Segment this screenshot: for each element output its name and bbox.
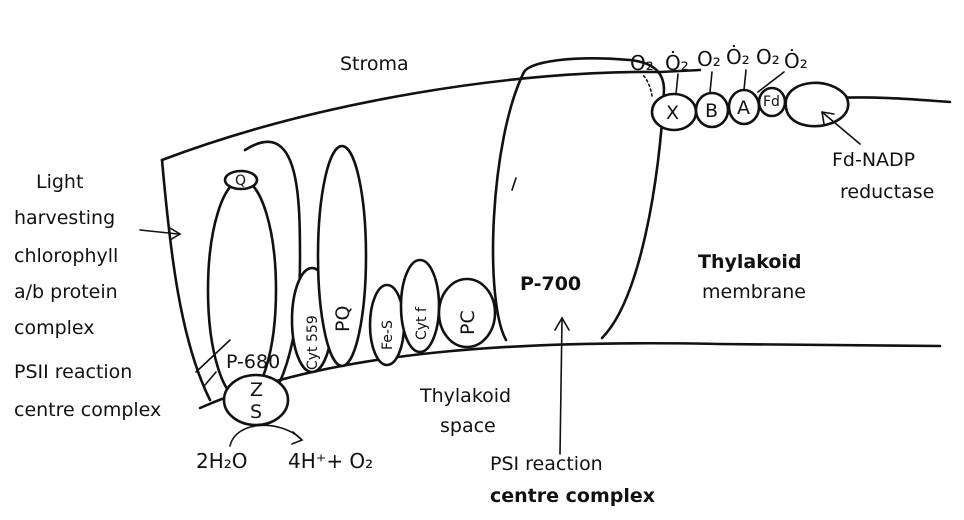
p700-outline [524, 58, 664, 338]
psii-pointer-tick [205, 372, 216, 385]
oxygen-dotted-1 [642, 74, 652, 96]
fd-nadp-line-1: Fd-NADP [832, 149, 915, 171]
psi-label-line-2: centre complex [490, 485, 655, 507]
membrane-right-top-line [835, 97, 950, 102]
fd-nadp-line-2: reductase [840, 181, 934, 203]
water-label: 2H₂O [196, 449, 248, 473]
fd-label: Fd [763, 94, 780, 110]
oxygen-1: O₂ [630, 51, 654, 75]
psi-label-line-1: PSI reaction [490, 453, 603, 475]
q-label: Q [235, 173, 246, 189]
x-label: X [666, 102, 679, 124]
membrane-top-line [162, 70, 700, 160]
light-harvesting-line-4: a/b protein [14, 281, 118, 303]
cyt559-label: Cyt 559 [305, 315, 321, 370]
products-label: 4H⁺+ O₂ [288, 449, 373, 473]
oxygen-6: Ȯ₂ [784, 49, 808, 73]
pc-label: PC [457, 310, 479, 335]
thylakoid-space-line-1: Thylakoid [419, 385, 511, 407]
cytf-label: Cyt f [414, 306, 430, 340]
oxygen-3: O₂ [697, 47, 721, 71]
thylakoid-membrane-line-2: membrane [702, 281, 806, 303]
thylakoid-membrane-line-1: Thylakoid [698, 251, 802, 273]
p700-label: P-700 [520, 273, 581, 295]
psii-label-line-1: PSII reaction [14, 361, 132, 383]
light-harvesting-line-3: chlorophyll [14, 245, 118, 267]
pq-blob [318, 146, 366, 366]
psi-outline [493, 72, 524, 340]
stroma-label: Stroma [340, 53, 409, 75]
light-harvesting-line-5: complex [14, 317, 95, 339]
psi-pointer [560, 320, 562, 454]
water-arrow [230, 425, 300, 446]
z-label: Z [250, 379, 263, 401]
psii-label-line-2: centre complex [14, 399, 161, 421]
fd-nadp-blob [786, 83, 849, 126]
psi-small-mark [512, 178, 516, 190]
a-label: A [737, 97, 750, 119]
fes-label: Fe-S [380, 320, 396, 350]
oxygen-4: Ȯ₂ [726, 45, 750, 69]
oxygen-2: Ȯ₂ [665, 51, 689, 75]
light-harvesting-line-2: harvesting [14, 207, 115, 229]
oxygen-arrow-2 [710, 72, 712, 92]
oxygen-arrow-1 [676, 74, 678, 94]
p680-label: P-680 [226, 351, 280, 373]
light-harvesting-pointer [140, 230, 178, 234]
light-harvesting-line-1: Light [36, 171, 83, 193]
pq-label: PQ [332, 306, 354, 332]
s-label: S [250, 401, 262, 423]
b-label: B [705, 100, 718, 122]
thylakoid-space-line-2: space [440, 415, 496, 437]
oxygen-5: O₂ [756, 45, 780, 69]
oxygen-arrow-3 [744, 70, 746, 90]
membrane-left-edge [162, 160, 210, 400]
